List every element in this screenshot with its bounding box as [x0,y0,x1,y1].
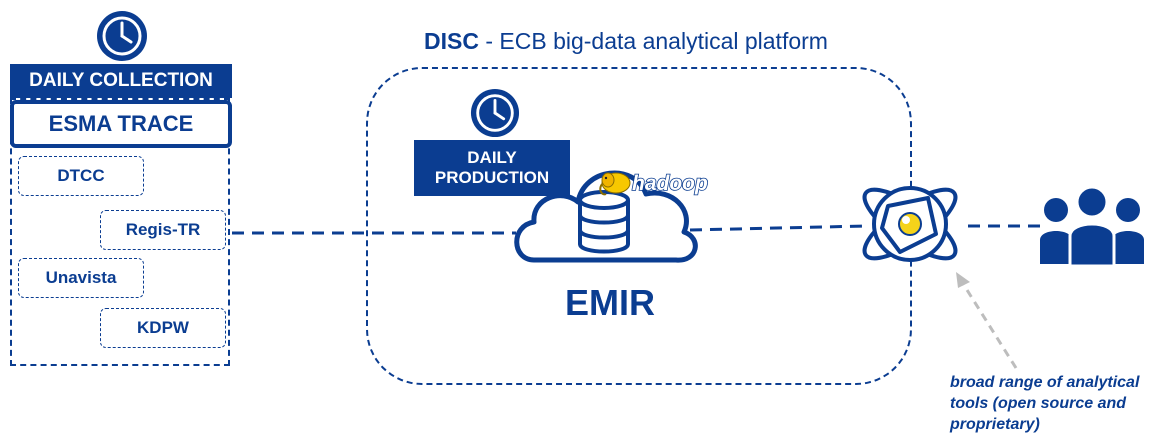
users-group-icon [1040,186,1144,266]
title-bold: DISC [424,28,479,54]
emir-label: EMIR [565,282,655,323]
cloud-icon [514,170,698,263]
sources-group [10,98,230,366]
daily-production-label: DAILY PRODUCTION [414,140,570,196]
daily-production-line1: DAILY [467,148,517,167]
daily-production-line2: PRODUCTION [434,168,550,187]
diagram-title: DISC - ECB big-data analytical platform [424,28,828,55]
caption-arrow [956,272,1018,369]
source-regis-tr: Regis-TR [100,210,226,250]
daily-collection-header: DAILY COLLECTION [10,64,232,98]
clock-icon [470,88,520,138]
clock-icon [97,11,147,61]
source-kdpw: KDPW [100,308,226,348]
atom-icon [862,186,958,262]
source-dtcc: DTCC [18,156,144,196]
hadoop-logo: hadoop [599,171,709,196]
hadoop-wordmark: hadoop [632,172,708,195]
database-icon [578,190,630,254]
hadoop-elephant-icon [599,172,631,196]
title-rest: - ECB big-data analytical platform [478,28,828,54]
analytical-tools-caption: broad range of analytical tools (open so… [950,374,1140,433]
connector-platform-to-tools [689,224,867,232]
esma-trace-box: ESMA TRACE [10,100,232,148]
source-unavista: Unavista [18,258,144,298]
